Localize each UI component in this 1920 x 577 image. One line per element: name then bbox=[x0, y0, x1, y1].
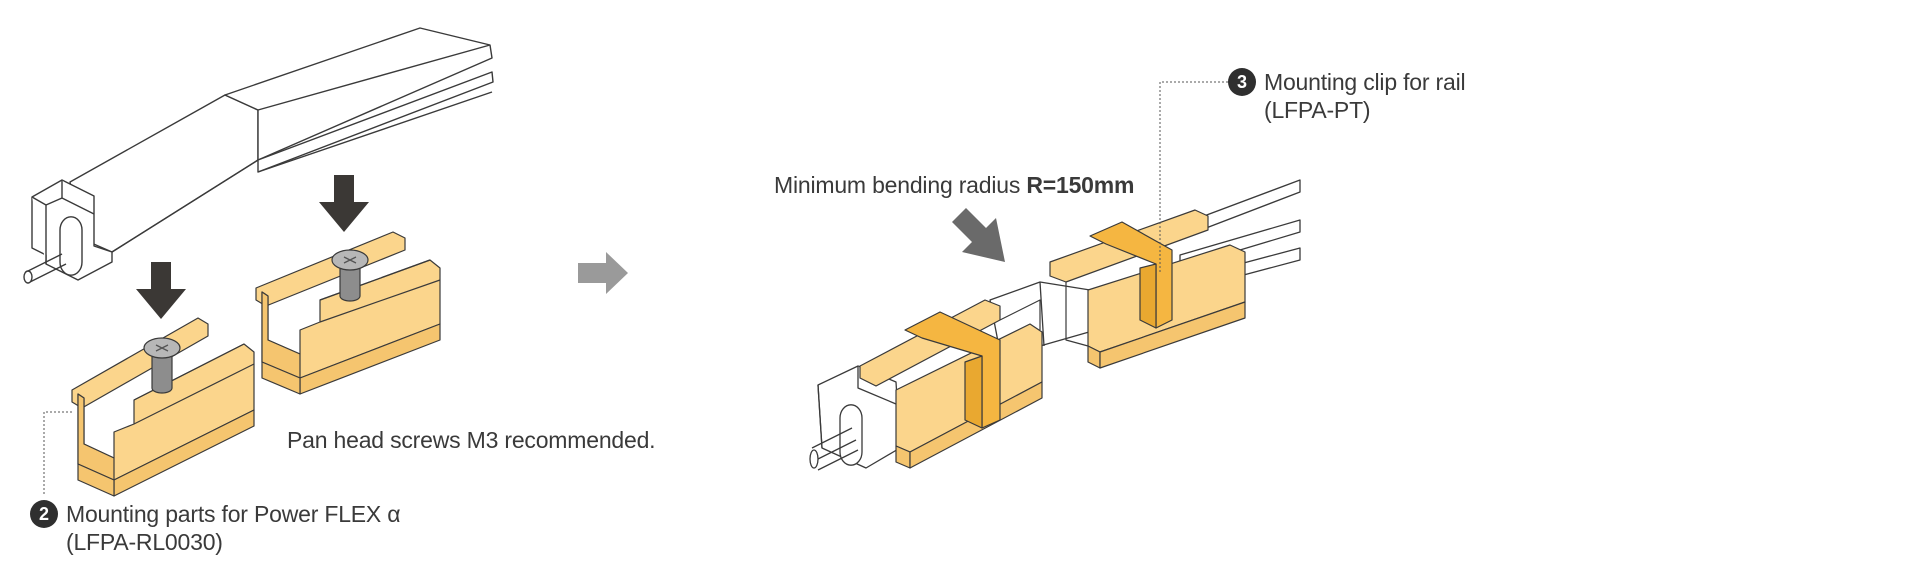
down-arrow-icon bbox=[319, 175, 369, 232]
bend-radius-value: R=150mm bbox=[1026, 172, 1135, 198]
part-3-marker: 3 bbox=[1228, 68, 1256, 96]
led-strip-left bbox=[23, 27, 494, 284]
part-3-code: (LFPA-PT) bbox=[1264, 97, 1371, 123]
right-arrow-icon bbox=[578, 252, 628, 294]
mounting-clip-front bbox=[904, 311, 1001, 429]
bend-radius-label: Minimum bending radius R=150mm bbox=[774, 171, 1134, 199]
part-2-code: (LFPA-RL0030) bbox=[66, 529, 223, 555]
mounting-clip-back bbox=[1089, 221, 1173, 329]
diagonal-arrow-icon bbox=[952, 208, 1005, 262]
down-arrow-icon bbox=[136, 262, 186, 319]
rail-part-lower bbox=[71, 317, 255, 497]
screw-note: Pan head screws M3 recommended. bbox=[287, 427, 656, 453]
leader-line-3 bbox=[1159, 81, 1232, 272]
part-3-name: Mounting clip for rail bbox=[1264, 69, 1466, 95]
bend-radius-prefix: Minimum bending radius bbox=[774, 172, 1027, 198]
leader-line-2 bbox=[43, 411, 72, 494]
screw-icon bbox=[143, 337, 181, 394]
rail-part-upper bbox=[255, 231, 441, 395]
part-2-marker: 2 bbox=[30, 500, 58, 528]
screw-icon bbox=[331, 249, 369, 302]
part-2-name: Mounting parts for Power FLEX α bbox=[66, 501, 401, 527]
